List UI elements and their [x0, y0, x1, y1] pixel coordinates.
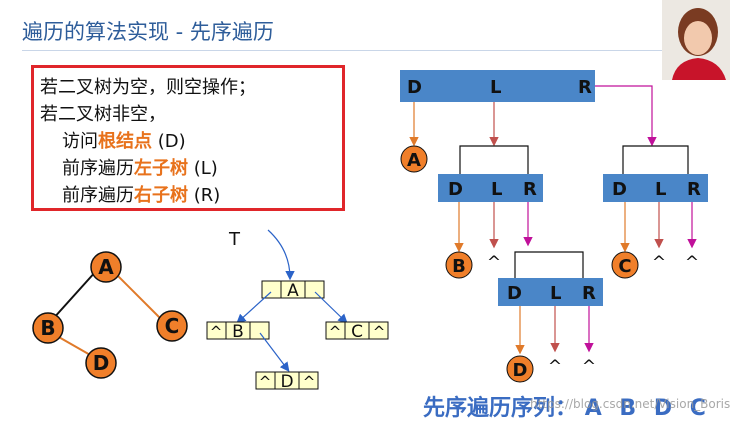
svg-text:R: R: [687, 179, 701, 200]
root-pointer-arrow: [267, 229, 295, 281]
null-mark: ^: [685, 253, 699, 273]
svg-text:L: L: [490, 77, 501, 98]
svg-text:D: D: [513, 360, 528, 381]
arrow-call-right-root: [595, 85, 657, 147]
svg-text:D: D: [507, 283, 522, 304]
link-a-b: [236, 291, 272, 324]
linked-node-c-data: C: [351, 322, 363, 342]
null-mark: ^: [303, 373, 316, 391]
svg-text:L: L: [491, 179, 502, 200]
null-mark: ^: [548, 357, 562, 377]
frame-d: D L R: [498, 278, 603, 306]
null-mark: ^: [487, 253, 501, 273]
tree-node-b-label: B: [40, 316, 55, 340]
bracket-d-frame: [514, 251, 584, 280]
sequence-item-d: D: [653, 396, 673, 421]
preorder-rules-box: 若二叉树为空，则空操作； 若二叉树非空， 访问根结点 (D) 前序遍历左子树 (…: [31, 65, 345, 211]
tree-node-c-label: C: [165, 314, 180, 338]
tree-node-a-label: A: [98, 255, 114, 279]
rule-line-left-subtree: 前序遍历左子树 (L): [62, 158, 218, 179]
highlight-left: 左子树: [134, 158, 188, 179]
svg-text:D: D: [612, 179, 627, 200]
bracket-left-frame: [459, 145, 529, 176]
svg-text:D: D: [448, 179, 463, 200]
null-mark: ^: [259, 373, 272, 391]
linked-node-d: ^ D ^: [255, 371, 319, 392]
root-pointer-label: T: [228, 229, 241, 250]
linked-node-b-data: B: [232, 322, 244, 342]
visited-node-a: A: [400, 145, 428, 173]
null-mark: ^: [652, 253, 666, 273]
frame-c: D L R: [603, 174, 708, 202]
watermark: https://blog.csdn.net/Vision_Boris: [530, 397, 730, 411]
visited-node-d: D: [506, 355, 534, 383]
linked-node-a: A: [261, 280, 325, 301]
svg-text:R: R: [582, 283, 596, 304]
linked-node-a-data: A: [287, 281, 299, 301]
presenter-webcam: [662, 0, 730, 80]
tree-node-d-label: D: [93, 351, 110, 375]
linked-node-d-data: D: [280, 372, 293, 392]
edge-b-d: [56, 335, 93, 357]
visited-node-b: B: [445, 251, 473, 279]
svg-text:L: L: [655, 179, 666, 200]
svg-text:L: L: [550, 283, 561, 304]
tree-node-a: A: [90, 251, 122, 283]
frame-root: D L R: [400, 70, 595, 102]
rule-line-visit-root: 访问根结点 (D): [62, 131, 186, 152]
frame-b: D L R: [438, 174, 543, 202]
presenter-avatar-icon: [662, 0, 730, 80]
link-a-c: [314, 291, 348, 324]
edge-a-c: [111, 269, 161, 319]
sequence-item-a: A: [584, 396, 602, 421]
visited-node-c: C: [611, 251, 639, 279]
sequence-label: 先序遍历序列：: [423, 396, 578, 421]
sequence-item-b: B: [619, 396, 637, 421]
sequence-item-c: C: [689, 396, 706, 421]
highlight-right: 右子树: [134, 185, 188, 206]
title-divider: [22, 50, 662, 51]
bracket-right-frame: [622, 145, 689, 176]
linked-structure: T A ^ B ^ C ^: [206, 229, 389, 392]
svg-text:R: R: [578, 77, 592, 98]
null-mark: ^: [329, 323, 342, 341]
preorder-sequence: 先序遍历序列： A B D C: [423, 390, 706, 422]
linked-node-c: ^ C ^: [325, 321, 389, 342]
highlight-root: 根结点: [98, 131, 152, 152]
rule-line-empty: 若二叉树为空，则空操作；: [40, 77, 256, 98]
logical-tree: A B C D: [32, 251, 188, 379]
svg-text:A: A: [407, 150, 421, 171]
tree-node-b: B: [32, 312, 64, 344]
rule-line-right-subtree: 前序遍历右子树 (R): [62, 185, 221, 206]
rule-line-nonempty: 若二叉树非空，: [40, 104, 166, 125]
link-b-d: [259, 332, 290, 372]
recursion-diagram: D L R A D L R D L R: [400, 70, 708, 383]
tree-node-c: C: [156, 310, 188, 342]
svg-text:R: R: [523, 179, 537, 200]
null-mark: ^: [373, 323, 386, 341]
null-mark: ^: [582, 357, 596, 377]
svg-text:B: B: [452, 256, 466, 277]
edge-a-b: [51, 269, 98, 321]
svg-text:C: C: [618, 256, 631, 277]
page-title: 遍历的算法实现 - 先序遍历: [22, 20, 274, 44]
null-mark: ^: [210, 323, 223, 341]
linked-node-b: ^ B: [206, 321, 270, 342]
tree-node-d: D: [85, 347, 117, 379]
svg-text:D: D: [407, 77, 422, 98]
